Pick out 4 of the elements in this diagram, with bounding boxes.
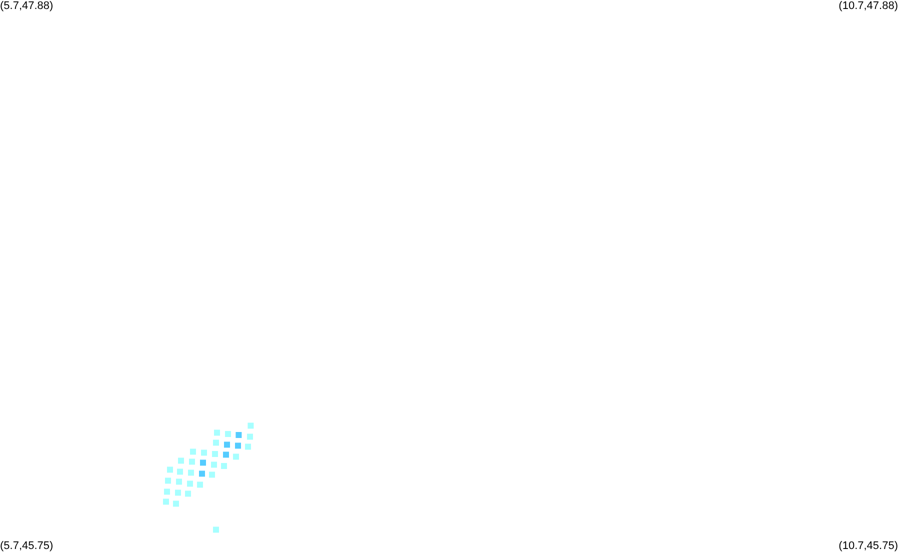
coordinate-label: (5.7,45.75) bbox=[0, 540, 54, 552]
coordinate-label: (10.7,47.88) bbox=[838, 0, 898, 12]
coordinate-label: (10.7,45.75) bbox=[838, 540, 898, 552]
coordinate-label: (5.7,47.88) bbox=[0, 0, 54, 12]
